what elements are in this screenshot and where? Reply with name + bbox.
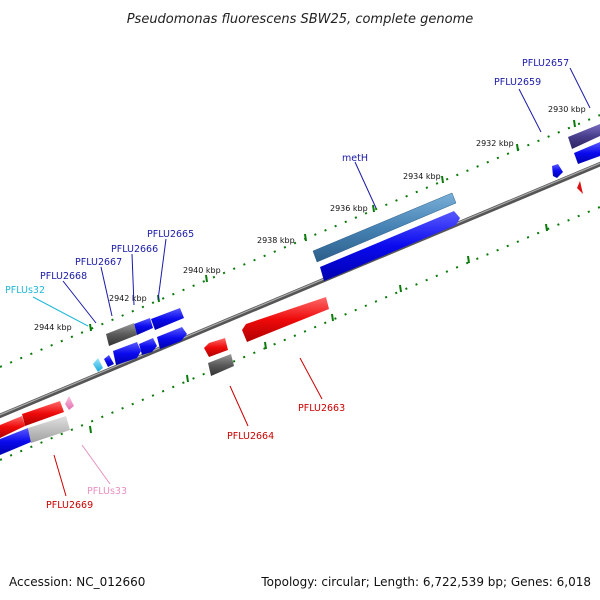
gene-label-PFLU2669[interactable]: PFLU2669: [46, 500, 93, 511]
inner-major-ticks: [89, 223, 548, 434]
leader-PFLU2669: [53, 454, 67, 497]
leader-PFLU2666: [131, 253, 135, 306]
gene-label-PFLU2657[interactable]: PFLU2657: [522, 58, 569, 69]
leader-PFLU2668: [62, 280, 97, 324]
accession-text: Accession: NC_012660: [9, 575, 145, 589]
map-title: Pseudomonas fluorescens SBW25, complete …: [127, 12, 474, 27]
gene-PFLU2665-feature[interactable]: [151, 308, 184, 330]
leader-PFLU2657: [569, 67, 591, 109]
gene-label-metH[interactable]: metH: [342, 153, 368, 164]
gene-PFLU2657-feature[interactable]: [568, 124, 600, 149]
leader-PFLUs33: [81, 444, 111, 485]
leader-PFLU2664: [229, 385, 249, 427]
gene-PFLU2659-feature[interactable]: [552, 164, 563, 178]
gene-metH-feature[interactable]: [312, 192, 457, 263]
leader-PFLU2667: [100, 266, 113, 317]
scale-label-2942: 2942 kbp: [109, 294, 147, 303]
gene-label-PFLU2666[interactable]: PFLU2666: [111, 244, 158, 255]
scale-label-2936: 2936 kbp: [330, 204, 368, 213]
scale-label-2944: 2944 kbp: [34, 323, 72, 332]
gene-label-PFLUs32[interactable]: PFLUs32: [5, 285, 45, 296]
gene-forward-2665b[interactable]: [157, 327, 187, 349]
gene-PFLU2668-feature[interactable]: [113, 342, 141, 365]
scale-label-2932: 2932 kbp: [476, 139, 514, 148]
gene-PFLU2663-feature[interactable]: [242, 297, 329, 342]
gene-PFLU2669-feature[interactable]: [22, 401, 64, 426]
gene-label-PFLU2664[interactable]: PFLU2664: [227, 431, 274, 442]
gene-forward-right[interactable]: [574, 142, 600, 164]
genome-backbone: [0, 161, 600, 419]
gene-PFLUs32-feature[interactable]: [93, 358, 103, 372]
gene-label-PFLUs33[interactable]: PFLUs33: [87, 486, 127, 497]
gene-label-PFLU2663[interactable]: PFLU2663: [298, 403, 345, 414]
leader-PFLU2665: [157, 238, 167, 301]
scale-label-2940: 2940 kbp: [183, 266, 221, 275]
leader-PFLU2659: [518, 88, 542, 133]
scale-label-2930: 2930 kbp: [548, 105, 586, 114]
genome-summary-text: Topology: circular; Length: 6,722,539 bp…: [260, 575, 591, 589]
gene-forward-2668b[interactable]: [104, 355, 114, 367]
gene-label-PFLU2665[interactable]: PFLU2665: [147, 229, 194, 240]
gene-PFLU2666-feature[interactable]: [134, 318, 153, 335]
genome-backbone-highlight: [0, 162, 600, 416]
gene-reverse-2664b[interactable]: [208, 354, 234, 376]
leader-PFLU2663: [299, 357, 323, 400]
gene-PFLU2664-feature[interactable]: [204, 338, 228, 357]
gene-label-PFLU2667[interactable]: PFLU2667: [75, 257, 122, 268]
leader-metH: [354, 161, 377, 209]
gene-reverse-tiny[interactable]: [577, 181, 583, 194]
gene-label-PFLU2668[interactable]: PFLU2668: [40, 271, 87, 282]
gene-reverse-left-a[interactable]: [0, 416, 25, 438]
gene-forward-left[interactable]: [0, 428, 31, 455]
leader-PFLUs32: [32, 296, 89, 327]
gene-forward-long[interactable]: [320, 211, 460, 281]
gene-PFLUs33-feature[interactable]: [65, 396, 74, 410]
scale-label-2938: 2938 kbp: [257, 236, 295, 245]
inner-tick-ring: [0, 206, 600, 461]
gene-forward-2666b[interactable]: [139, 338, 157, 355]
gene-label-PFLU2659[interactable]: PFLU2659: [494, 77, 541, 88]
gene-lightgray-left[interactable]: [28, 416, 70, 443]
gene-PFLU2667-feature[interactable]: [106, 323, 137, 346]
scale-label-2934: 2934 kbp: [403, 172, 441, 181]
